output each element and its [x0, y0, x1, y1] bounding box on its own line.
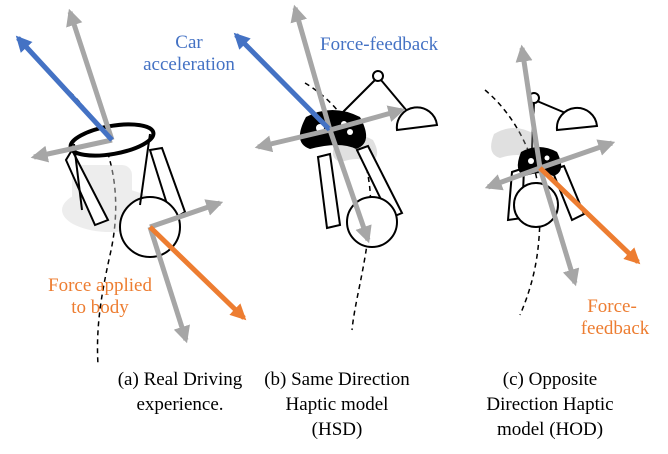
force-applied-label-line1: Force applied — [48, 275, 152, 296]
gray-arrow-up-c — [515, 44, 543, 169]
force-applied-label: Force applied to body — [2, 275, 198, 319]
gray-arrow-right-c — [539, 139, 616, 171]
caption-b-line3: (HSD) — [311, 419, 363, 440]
force-applied-label-line2: to body — [71, 297, 129, 318]
gray-arrow-up-b — [290, 4, 333, 131]
gray-arrow-down-b — [327, 129, 372, 244]
gray-arrow-down-c — [537, 167, 580, 287]
caption-a-line1: (a) Real Driving — [117, 369, 243, 390]
caption-b-line1: (b) Same Direction — [264, 369, 410, 390]
car-acceleration-label: Car acceleration — [128, 32, 250, 76]
gray-arrow-up-a — [66, 8, 115, 141]
panel-b — [233, 4, 439, 331]
gray-arrow-left-c — [484, 165, 541, 191]
gray-arrow-left-b — [254, 127, 331, 153]
force-feedback-label-c: Force- feedback — [562, 296, 652, 340]
gray-arrow-right-b — [329, 105, 406, 133]
gray-arrow-left-a — [30, 137, 113, 163]
force-feedback-label-c-line1: Force- — [587, 296, 637, 317]
caption-a: (a) Real Driving experience. — [95, 367, 265, 417]
panel-a — [15, 8, 247, 366]
caption-c-line1: (c) Opposite — [502, 369, 598, 390]
force-feedback-label-b: Force-feedback — [320, 34, 439, 55]
gray-arrow-down-a — [147, 226, 190, 344]
panel-c — [484, 44, 641, 316]
car-acceleration-arrow — [15, 35, 114, 142]
force-applied-arrow — [148, 225, 247, 321]
caption-a-line2: experience. — [136, 394, 224, 415]
force-feedback-arrow-b — [233, 32, 332, 132]
caption-b-line2: Haptic model — [285, 394, 389, 415]
car-acceleration-label-line2: acceleration — [143, 54, 235, 75]
force-feedback-arrow-c — [538, 166, 641, 265]
caption-c-line3: model (HOD) — [496, 419, 604, 440]
force-feedback-label-c-line2: feedback — [580, 318, 650, 339]
caption-b: (b) Same Direction Haptic model (HSD) — [247, 367, 427, 442]
lamp-icon — [528, 92, 599, 149]
person-figure-icon — [316, 144, 404, 248]
car-acceleration-label-line1: Car — [175, 32, 203, 53]
caption-c: (c) Opposite Direction Haptic model (HOD… — [468, 367, 632, 442]
caption-c-line2: Direction Haptic — [486, 394, 614, 415]
gray-arrow-right-a — [149, 199, 224, 230]
